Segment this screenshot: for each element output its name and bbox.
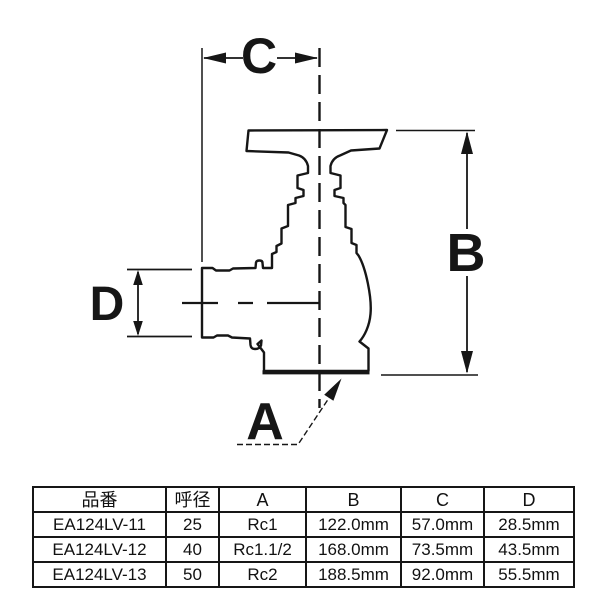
header-dim-a: A (218, 486, 307, 513)
table-row: EA124LV-13 50 Rc2 188.5mm 92.0mm 55.5mm (32, 561, 575, 588)
dim-c-label: C (241, 28, 277, 84)
header-nominal-diameter: 呼径 (165, 486, 220, 513)
dim-d-arrow-down (133, 321, 143, 336)
dim-d-label: D (90, 278, 125, 331)
dim-d-arrow-up (133, 270, 143, 285)
dim-b-arrow-down (461, 351, 473, 374)
header-dim-b: B (305, 486, 402, 513)
cell-dim-c: 92.0mm (400, 561, 485, 588)
dim-b-label: B (447, 223, 486, 283)
dim-a-label: A (246, 393, 284, 451)
dim-a-leader (237, 396, 331, 446)
cell-dim-d: 43.5mm (483, 536, 575, 563)
cell-nominal-diameter: 40 (165, 536, 220, 563)
cell-nominal-diameter: 25 (165, 511, 220, 538)
cell-dim-b: 188.5mm (305, 561, 402, 588)
cell-dim-d: 28.5mm (483, 511, 575, 538)
header-dim-d: D (483, 486, 575, 513)
header-part-number: 品番 (32, 486, 167, 513)
cell-nominal-diameter: 50 (165, 561, 220, 588)
spec-table-header-row: 品番 呼径 A B C D (32, 486, 575, 513)
dim-a-arrow (324, 378, 342, 401)
cell-dim-a: Rc1 (218, 511, 307, 538)
dim-c-arrow-left (203, 52, 226, 64)
spec-table: 品番 呼径 A B C D EA124LV-11 25 Rc1 122.0mm … (32, 486, 575, 588)
cell-dim-b: 168.0mm (305, 536, 402, 563)
header-dim-c: C (400, 486, 485, 513)
valve-dimension-diagram: C B D A (90, 28, 486, 451)
valve-outline (200, 128, 389, 373)
cell-dim-b: 122.0mm (305, 511, 402, 538)
cell-part-number: EA124LV-13 (32, 561, 167, 588)
dim-c-arrow-right (295, 52, 318, 64)
cell-dim-c: 57.0mm (400, 511, 485, 538)
cell-dim-a: Rc2 (218, 561, 307, 588)
cell-part-number: EA124LV-12 (32, 536, 167, 563)
cell-dim-a: Rc1.1/2 (218, 536, 307, 563)
table-row: EA124LV-11 25 Rc1 122.0mm 57.0mm 28.5mm (32, 511, 575, 538)
table-row: EA124LV-12 40 Rc1.1/2 168.0mm 73.5mm 43.… (32, 536, 575, 563)
cell-dim-c: 73.5mm (400, 536, 485, 563)
cell-dim-d: 55.5mm (483, 561, 575, 588)
cell-part-number: EA124LV-11 (32, 511, 167, 538)
dim-b-arrow-up (461, 131, 473, 154)
